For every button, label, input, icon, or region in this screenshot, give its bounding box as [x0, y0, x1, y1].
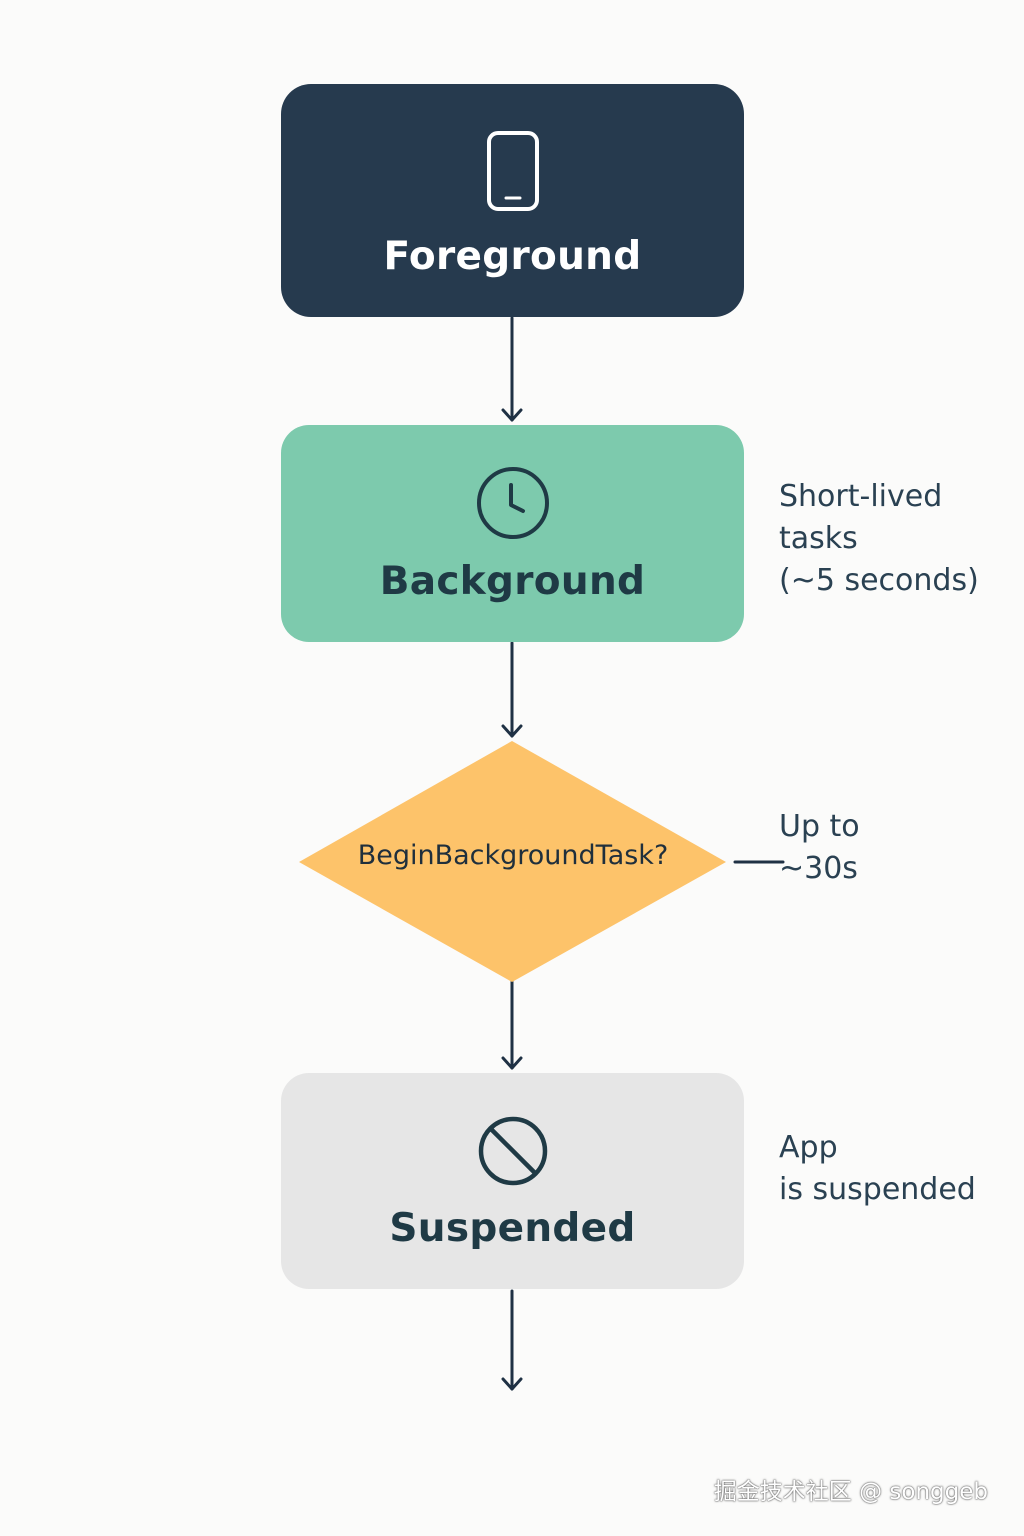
note-line: Up to	[779, 809, 860, 844]
prohibited-icon	[477, 1115, 549, 1192]
note-line: Short-lived	[779, 479, 943, 514]
suspended-node: Suspended	[281, 1073, 744, 1289]
note-line: ~30s	[779, 851, 858, 886]
decision-diamond	[299, 741, 726, 982]
clock-icon	[475, 465, 551, 546]
note-app-suspended: App is suspended	[779, 1127, 976, 1211]
arrowhead-3	[501, 1056, 523, 1070]
foreground-node: Foreground	[281, 84, 744, 317]
decision-label: BeginBackgroundTask?	[357, 840, 669, 871]
foreground-title: Foreground	[383, 234, 642, 279]
note-line: App	[779, 1130, 838, 1165]
watermark: 掘金技术社区 @ songgeb	[713, 1479, 988, 1505]
background-node: Background	[281, 425, 744, 642]
arrowhead-2	[501, 724, 523, 738]
suspended-title: Suspended	[389, 1206, 636, 1251]
arrowhead-4	[501, 1377, 523, 1391]
note-line: (~5 seconds)	[779, 563, 979, 598]
phone-icon	[486, 130, 540, 217]
note-line: is suspended	[779, 1172, 976, 1207]
note-line: tasks	[779, 521, 858, 556]
arrowhead-1	[501, 408, 523, 422]
background-title: Background	[379, 559, 646, 604]
note-short-lived-tasks: Short-lived tasks (~5 seconds)	[779, 476, 979, 602]
note-up-to-30s: Up to ~30s	[779, 806, 860, 890]
